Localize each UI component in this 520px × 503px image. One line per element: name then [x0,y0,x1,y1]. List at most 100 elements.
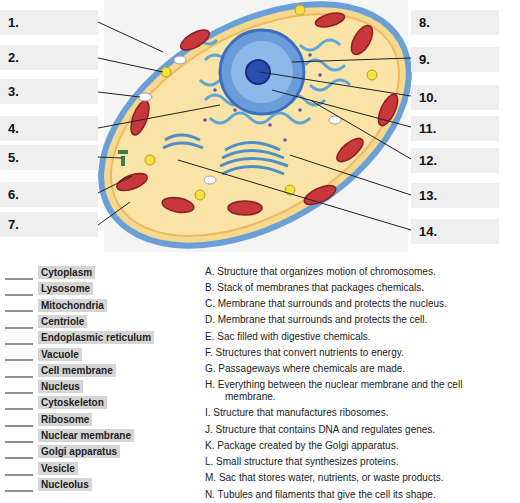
definition-text: K. Package created by the Golgi apparatu… [205,440,515,452]
golgi-cisterna [222,151,284,159]
leader-line [272,90,411,127]
callout-box: 7. [0,212,98,237]
callout-number: 3. [8,84,19,99]
term-box: Golgi apparatus [38,445,120,458]
term-text: Centriole [41,316,84,327]
answer-blank [5,458,33,459]
callout-number: 13. [419,188,437,203]
ribosome [308,53,312,57]
answer-blank [5,311,33,312]
leader-line [98,58,163,72]
callout-number: 12. [419,153,437,168]
callout-number: 7. [8,217,19,232]
golgi-cisterna [222,167,284,175]
term-box: Nucleus [38,380,83,393]
ribosome-group [203,53,322,142]
answer-blank [5,491,33,492]
leader-line [98,157,122,158]
vesicle [204,176,216,184]
cell-membrane-shape [60,0,451,296]
definition-text: F. Structures that convert nutrients to … [205,347,515,359]
mitochondrion [347,22,377,58]
callout-number: 2. [8,50,19,65]
callout-number: 11. [419,121,436,136]
answer-blank [5,328,33,329]
definition-text: D. Membrane that surrounds and protects … [205,314,515,326]
term-text: Cytoplasm [41,267,92,278]
definition-text: B. Stack of membranes that packages chem… [205,282,515,294]
ribosome [268,123,272,127]
answer-blank [5,377,33,378]
term-text: Lysosome [41,283,90,294]
leader-line [98,92,140,97]
callout-box: 2. [0,45,98,70]
callout-box: 10. [411,85,499,110]
definition-text: L. Small structure that synthesizes prot… [205,456,515,468]
definition-text: H. Everything between the nuclear membra… [205,379,515,403]
lysosome [145,155,155,165]
term-box: Ribosome [38,413,92,426]
answer-blank [5,442,33,443]
leader-line [290,155,411,195]
answer-blank [5,279,33,280]
lysosome [295,5,305,15]
term-text: Mitochondria [41,300,104,311]
term-box: Cytoskeleton [38,396,107,409]
answer-blank [5,295,33,296]
callout-number: 1. [8,15,19,30]
ribosome [318,73,322,77]
term-box: Mitochondria [38,299,107,312]
lysosome [367,70,377,80]
leader-line [98,202,130,225]
term-text: Vacuole [41,349,79,360]
callout-box: 11. [411,116,499,141]
mitochondrion [302,181,339,208]
callout-number: 5. [8,150,19,165]
term-box: Lysosome [38,282,93,295]
centriole [118,150,128,154]
callout-box: 1. [0,10,98,35]
callout-box: 3. [0,79,98,104]
term-text: Nucleus [41,381,80,392]
lysosome [195,190,205,200]
leader-lines [98,22,411,230]
definition-text: C. Membrane that surrounds and protects … [205,298,515,310]
mitochondrion [374,92,401,129]
callout-box: 9. [411,47,499,72]
term-box: Nuclear membrane [38,429,134,442]
golgi-cisterna [163,143,203,148]
callout-box: 4. [0,116,98,141]
ribosome [213,88,217,92]
answer-blank [5,393,33,394]
leader-line [178,160,411,230]
answer-blank [5,409,33,410]
mitochondrion [333,134,367,165]
answer-blank [5,360,33,361]
er-fold [300,40,340,50]
definition-text: E. Sac filled with digestive chemicals. [205,331,515,343]
term-text: Nuclear membrane [41,430,131,441]
definition-text: J. Structure that contains DNA and regul… [205,424,515,436]
definition-text: G. Passageways where chemicals are made. [205,363,515,375]
callout-number: 8. [419,15,430,30]
vesicle-group [138,56,341,184]
golgi-cisterna [220,159,288,167]
leader-line [292,58,411,62]
term-text: Cell membrane [41,365,113,376]
lysosome-group [145,5,377,200]
callout-box: 13. [411,183,499,208]
callout-box: 5. [0,145,98,170]
term-text: Endoplasmic reticulum [41,332,151,343]
callout-box: 8. [411,10,499,35]
leader-line [98,105,220,128]
callout-number: 9. [419,52,430,67]
leader-line [310,100,411,159]
answer-blank [5,426,33,427]
term-box: Vesicle [38,462,78,475]
term-text: Golgi apparatus [41,446,117,457]
ribosome [298,108,302,112]
term-text: Vesicle [41,463,75,474]
answer-blank [5,475,33,476]
mitochondrion [314,10,346,29]
